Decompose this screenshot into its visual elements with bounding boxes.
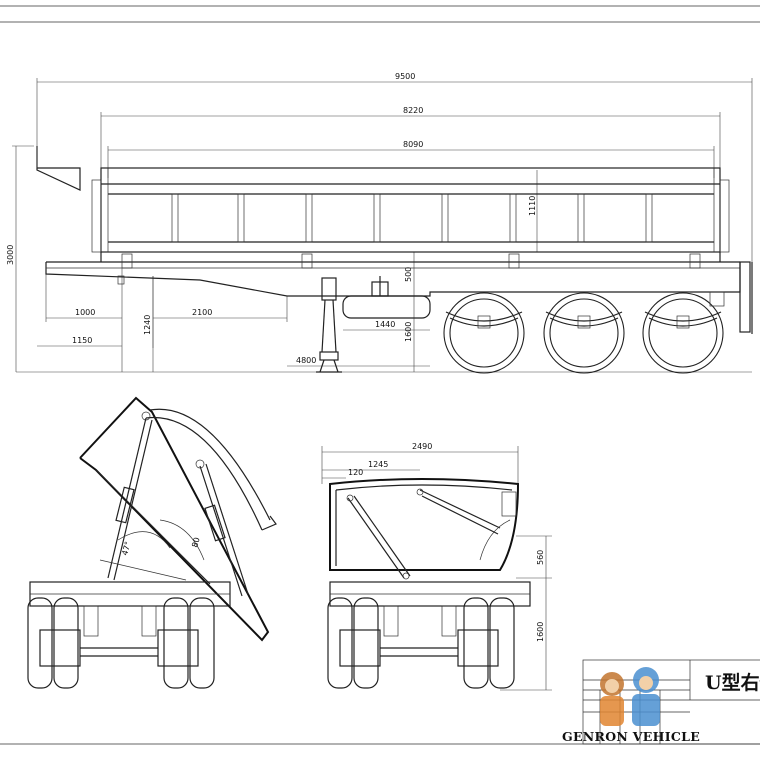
tipping-angle-label: 47° <box>120 540 133 556</box>
dim-1245: 1245 <box>368 460 388 469</box>
drawing-title: U型右倾 <box>705 672 760 694</box>
dump-body-side <box>36 146 730 253</box>
tipping-cylinders <box>99 417 249 597</box>
title-block <box>582 659 760 745</box>
dim-body-length-inner: 8090 <box>403 140 423 149</box>
rear-view-dimension-texts: 2490 1245 120 560 1600 <box>348 442 545 642</box>
tipping-view-running-gear <box>27 581 231 689</box>
dim-1240: 1240 <box>143 315 152 335</box>
rear-axle-wheels <box>443 291 725 374</box>
side-view-dimension-texts: 9500 8220 8090 1110 3000 1000 2100 1150 … <box>6 72 537 365</box>
dim-body-height: 1110 <box>528 196 537 216</box>
dim-overall-width: 2490 <box>412 442 432 451</box>
dim-overall-height: 3000 <box>6 245 15 265</box>
tipping-rear-view: 47° 80 <box>27 396 277 689</box>
dim-4800: 4800 <box>296 356 316 365</box>
tipped-body <box>79 396 277 642</box>
dim-1600-rear: 1600 <box>536 622 545 642</box>
dim-500: 500 <box>404 267 413 282</box>
brand-logo-mascots <box>600 667 660 726</box>
dim-deck-height: 1600 <box>404 322 413 342</box>
dim-kingpin-to-leg: 2100 <box>192 308 212 317</box>
dim-overall-length: 9500 <box>395 72 415 81</box>
rear-body <box>329 478 520 580</box>
dim-1440: 1440 <box>375 320 395 329</box>
rear-view-running-gear <box>327 581 531 689</box>
tipping-dim-80-label: 80 <box>190 536 201 548</box>
rear-view-dimension-lines <box>321 446 552 691</box>
brand-name: GENRON VEHICLE <box>562 729 701 744</box>
dim-120: 120 <box>348 468 363 477</box>
dim-front-1150: 1150 <box>72 336 92 345</box>
rear-view: 2490 1245 120 560 1600 <box>321 442 552 691</box>
chassis-side <box>45 252 753 373</box>
side-view: 9500 8220 8090 1110 3000 1000 2100 1150 … <box>6 72 753 374</box>
dim-560: 560 <box>536 550 545 565</box>
dim-front-1000: 1000 <box>75 308 95 317</box>
dim-body-length-outer: 8220 <box>403 106 423 115</box>
side-view-dimension-lines <box>12 78 753 373</box>
